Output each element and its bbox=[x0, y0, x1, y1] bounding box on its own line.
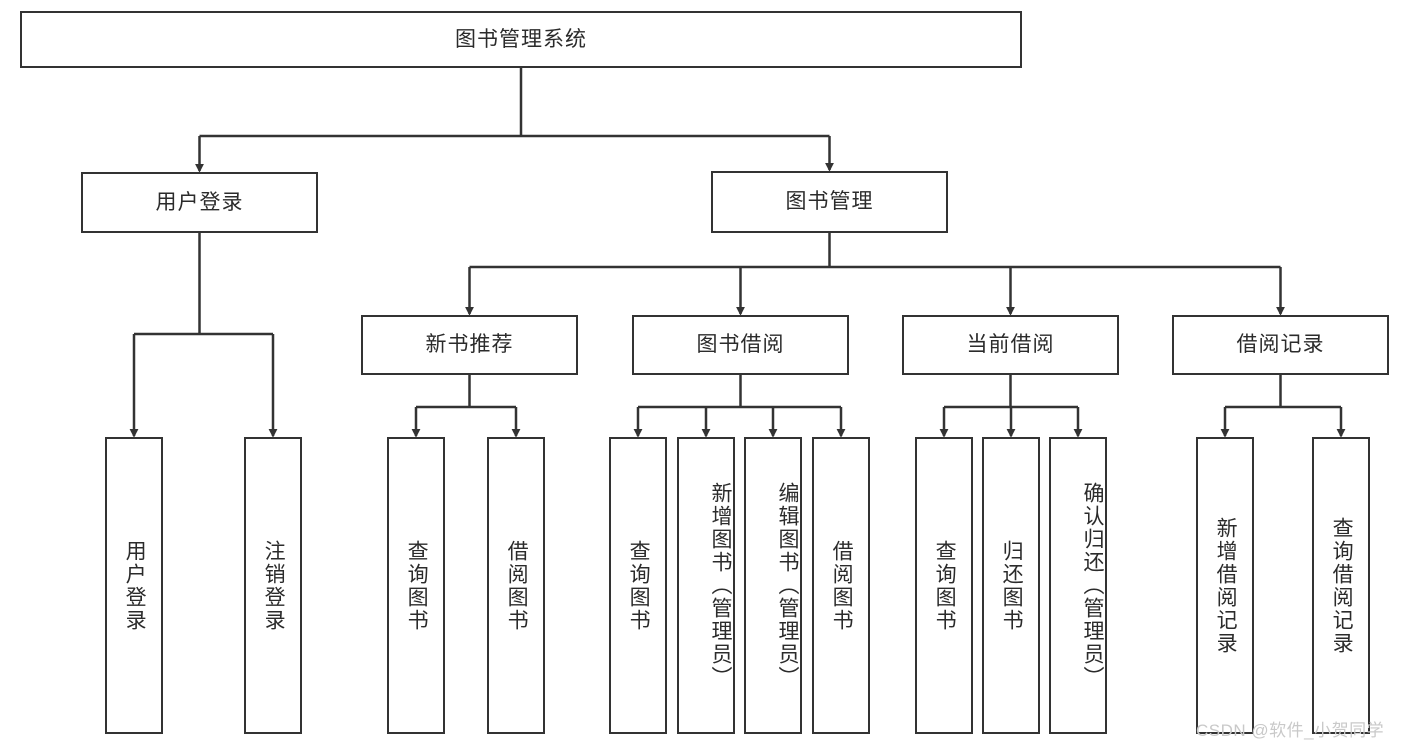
node-leaf-rec-query[interactable]: 查询借阅记录 bbox=[1312, 437, 1370, 734]
node-borrow[interactable]: 图书借阅 bbox=[632, 315, 849, 375]
node-current[interactable]: 当前借阅 bbox=[902, 315, 1119, 375]
node-leaf-new-borrow[interactable]: 借阅图书 bbox=[487, 437, 545, 734]
node-newbook[interactable]: 新书推荐 bbox=[361, 315, 578, 375]
node-leaf-bor-add[interactable]: 新增图书（管理员） bbox=[677, 437, 735, 734]
node-leaf-cur-query[interactable]: 查询图书 bbox=[915, 437, 973, 734]
node-leaf-user-login[interactable]: 用户登录 bbox=[105, 437, 163, 734]
node-login[interactable]: 用户登录 bbox=[81, 172, 318, 233]
node-leaf-rec-add[interactable]: 新增借阅记录 bbox=[1196, 437, 1254, 734]
node-leaf-new-query[interactable]: 查询图书 bbox=[387, 437, 445, 734]
node-leaf-bor-edit[interactable]: 编辑图书（管理员） bbox=[744, 437, 802, 734]
node-bookmgmt[interactable]: 图书管理 bbox=[711, 171, 948, 233]
node-leaf-cur-confirm[interactable]: 确认归还（管理员） bbox=[1049, 437, 1107, 734]
node-root[interactable]: 图书管理系统 bbox=[20, 11, 1022, 68]
node-leaf-user-logout[interactable]: 注销登录 bbox=[244, 437, 302, 734]
node-leaf-cur-return[interactable]: 归还图书 bbox=[982, 437, 1040, 734]
watermark-text: CSDN @软件_小贺同学 bbox=[1196, 721, 1385, 740]
node-record[interactable]: 借阅记录 bbox=[1172, 315, 1389, 375]
edge-layer bbox=[129, 68, 1346, 438]
node-leaf-bor-lend[interactable]: 借阅图书 bbox=[812, 437, 870, 734]
node-leaf-bor-query[interactable]: 查询图书 bbox=[609, 437, 667, 734]
